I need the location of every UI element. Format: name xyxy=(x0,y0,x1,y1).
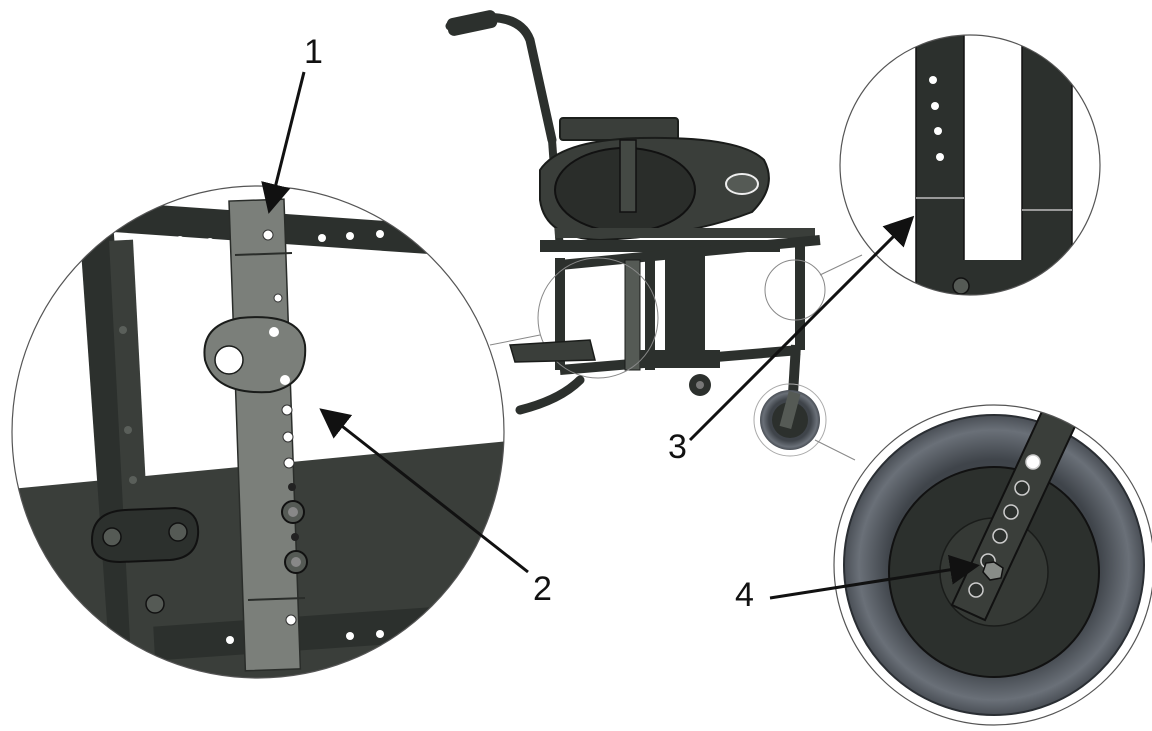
detail-view-frame-tube xyxy=(839,34,1101,296)
arrow-4 xyxy=(769,554,980,600)
axle-nut xyxy=(982,561,1004,581)
wheelchair-overview xyxy=(445,10,863,461)
detail-view-caster-wheel xyxy=(833,404,1152,726)
callout-label-3: 3 xyxy=(668,428,687,466)
arrow-1 xyxy=(261,71,306,214)
callout-label-1: 1 xyxy=(304,33,323,71)
arrow-3 xyxy=(688,215,915,442)
push-handle xyxy=(445,12,557,145)
callout-label-2: 2 xyxy=(533,570,552,608)
backrest-bar xyxy=(559,117,679,141)
detail-view-frame-plate xyxy=(11,185,505,679)
arrow-2 xyxy=(319,408,529,574)
callout-arrows xyxy=(261,71,980,600)
callout-label-4: 4 xyxy=(735,576,754,614)
slotted-tube xyxy=(915,35,965,295)
